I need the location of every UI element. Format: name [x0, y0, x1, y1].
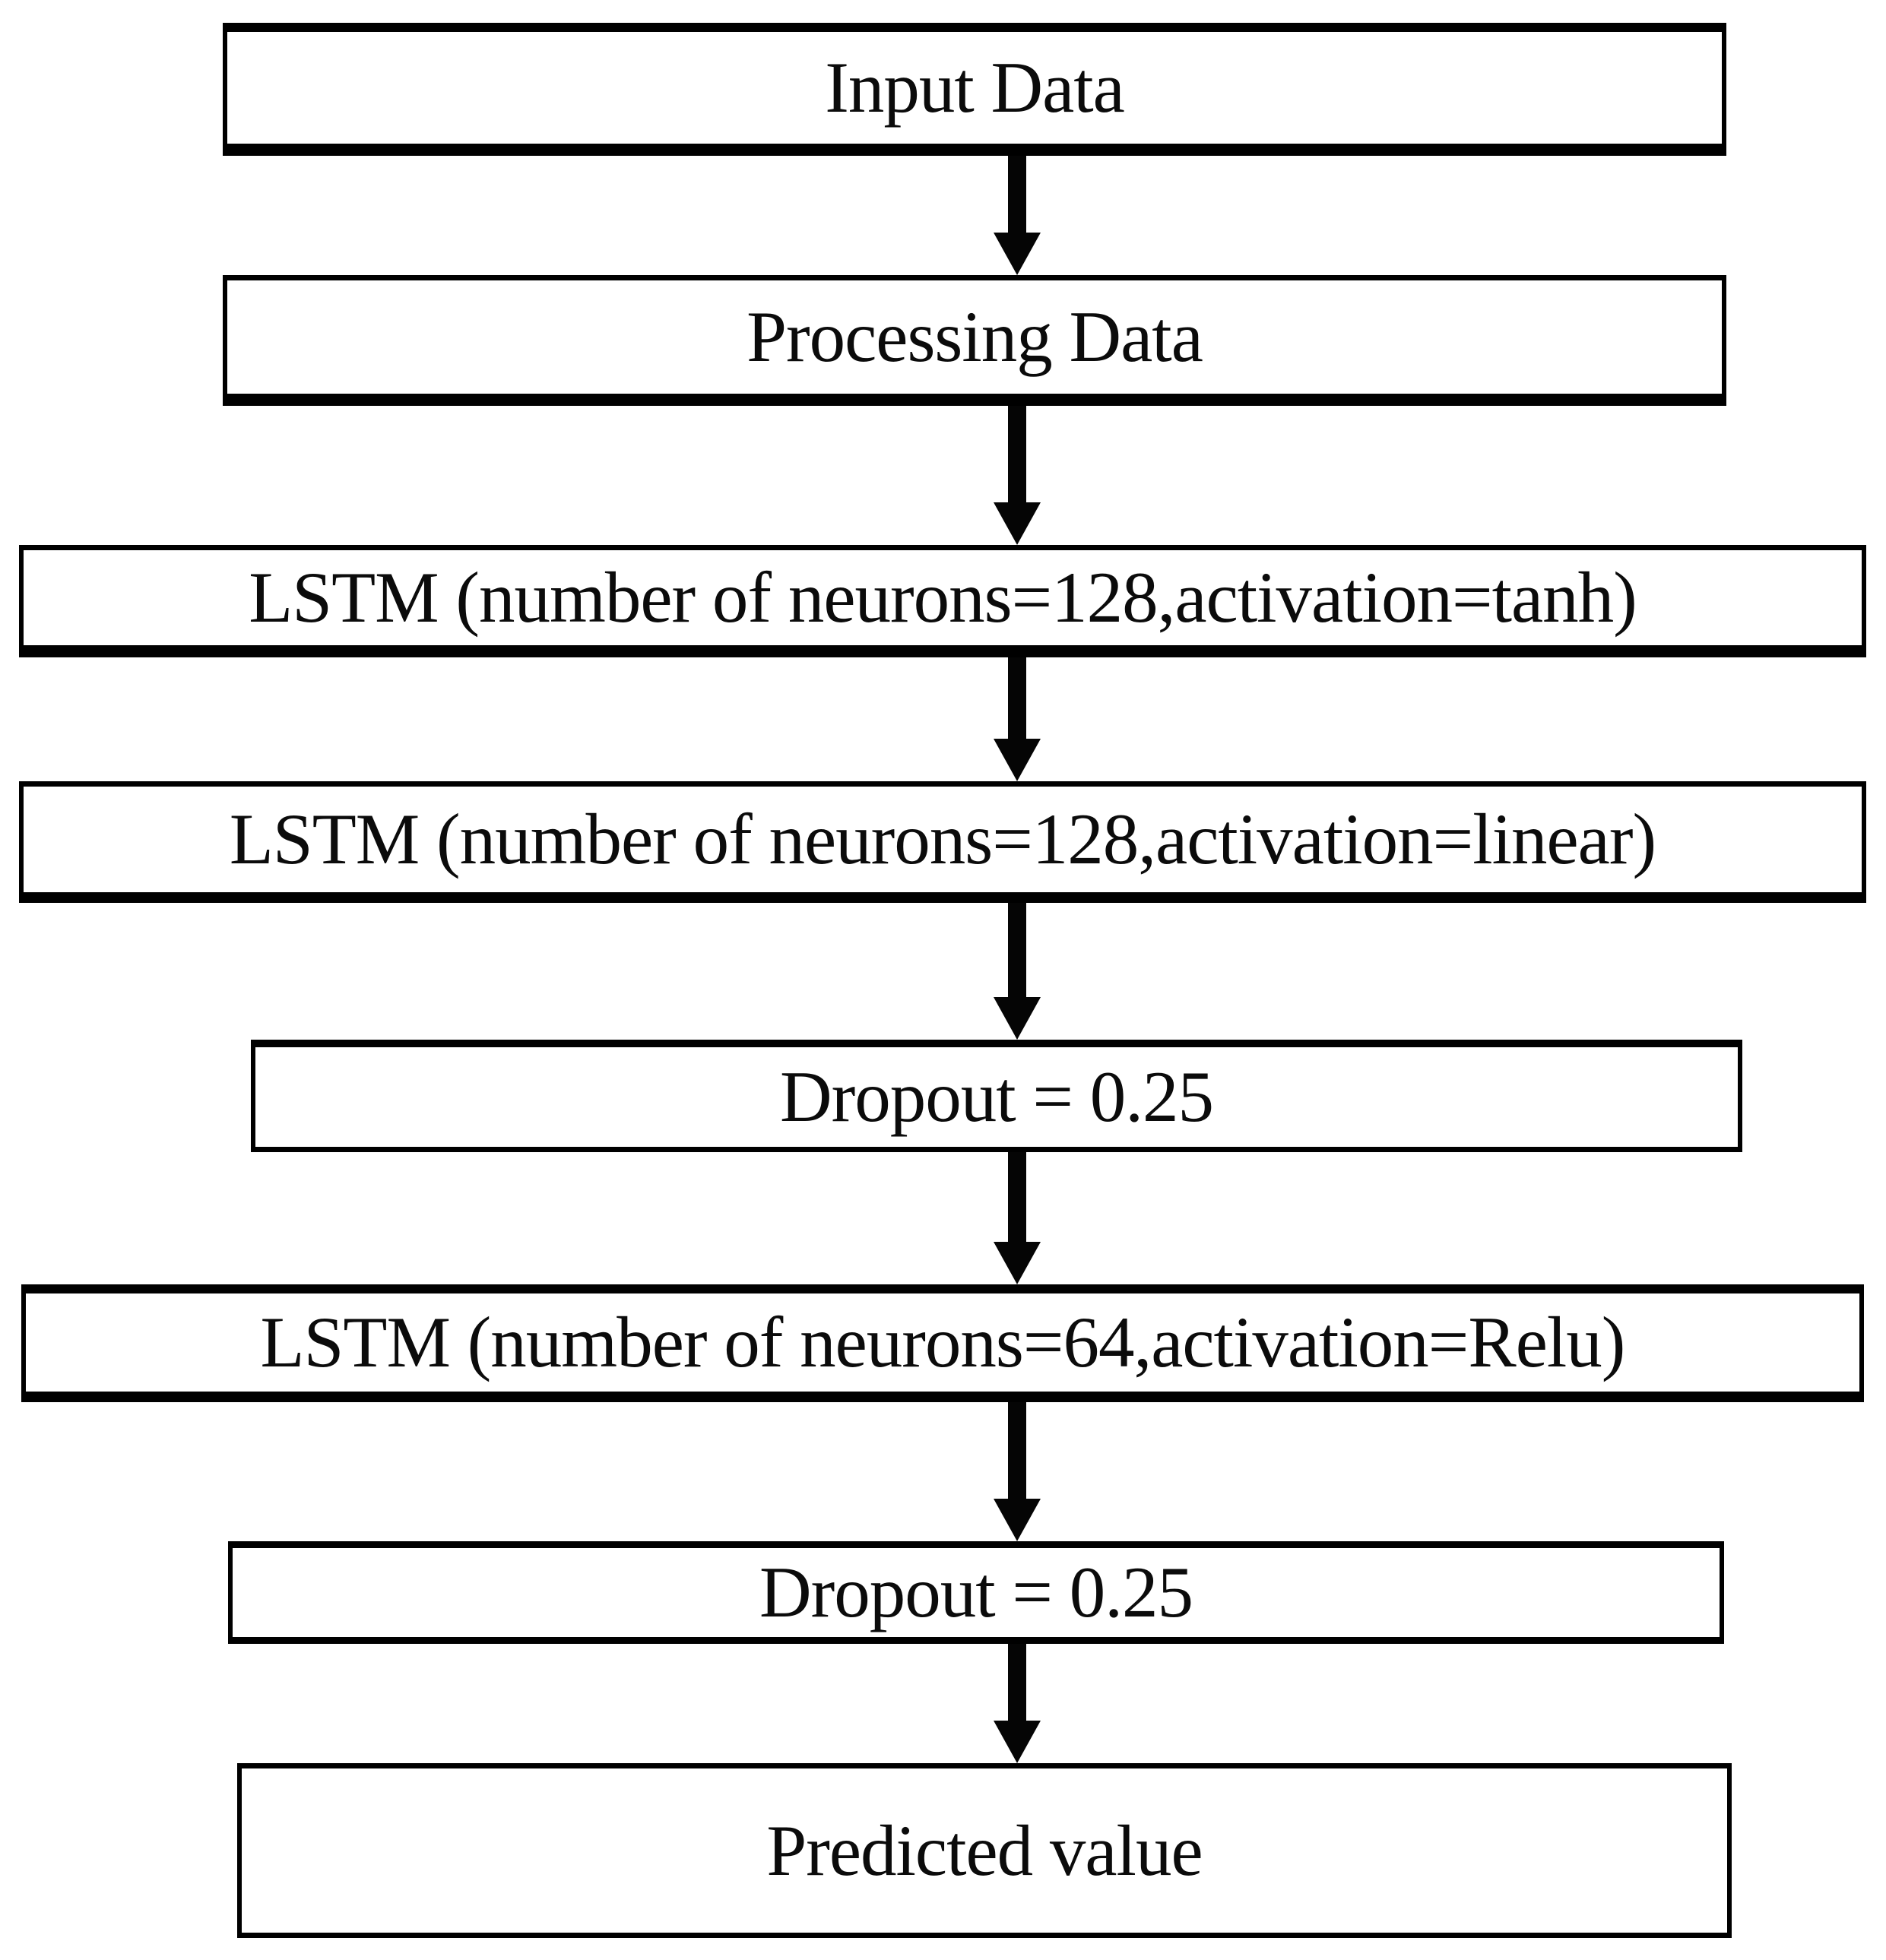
- node-lstm-128-tanh: LSTM (number of neurons=128,activation=t…: [19, 545, 1866, 657]
- arrow-head: [994, 1721, 1041, 1763]
- arrow-stem: [1008, 1402, 1026, 1499]
- node-lstm-64-relu-label: LSTM (number of neurons=64,activation=Re…: [260, 1302, 1626, 1382]
- node-dropout-1-label: Dropout = 0.25: [780, 1056, 1214, 1137]
- arrow-head: [994, 997, 1041, 1040]
- arrow-stem: [1008, 657, 1026, 739]
- flow-arrow-down-icon: [993, 156, 1041, 275]
- flow-arrow-down-icon: [993, 657, 1041, 781]
- node-predicted-value: Predicted value: [237, 1763, 1732, 1938]
- flow-arrow-down-icon: [993, 903, 1041, 1040]
- node-input-data: Input Data: [223, 23, 1726, 156]
- arrow-head: [994, 502, 1041, 545]
- node-processing-data: Processing Data: [223, 275, 1726, 406]
- node-lstm-128-linear-label: LSTM (number of neurons=128,activation=l…: [229, 799, 1656, 879]
- arrow-head: [994, 233, 1041, 275]
- flow-arrow-down-icon: [993, 1644, 1041, 1763]
- arrow-head: [994, 1242, 1041, 1284]
- arrow-stem: [1008, 156, 1026, 233]
- node-predicted-value-label: Predicted value: [766, 1810, 1203, 1891]
- arrow-stem: [1008, 903, 1026, 997]
- node-processing-data-label: Processing Data: [746, 296, 1203, 377]
- node-lstm-128-linear: LSTM (number of neurons=128,activation=l…: [19, 781, 1866, 903]
- arrow-stem: [1008, 1644, 1026, 1721]
- node-dropout-2: Dropout = 0.25: [228, 1541, 1724, 1644]
- node-input-data-label: Input Data: [825, 47, 1125, 128]
- node-lstm-128-tanh-label: LSTM (number of neurons=128,activation=t…: [249, 557, 1637, 638]
- arrow-stem: [1008, 1152, 1026, 1242]
- arrow-head: [994, 1499, 1041, 1541]
- arrow-stem: [1008, 406, 1026, 502]
- flow-arrow-down-icon: [993, 406, 1041, 545]
- flow-arrow-down-icon: [993, 1402, 1041, 1541]
- node-dropout-2-label: Dropout = 0.25: [759, 1552, 1193, 1632]
- flow-arrow-down-icon: [993, 1152, 1041, 1284]
- node-dropout-1: Dropout = 0.25: [251, 1040, 1742, 1152]
- node-lstm-64-relu: LSTM (number of neurons=64,activation=Re…: [21, 1284, 1864, 1402]
- arrow-head: [994, 739, 1041, 781]
